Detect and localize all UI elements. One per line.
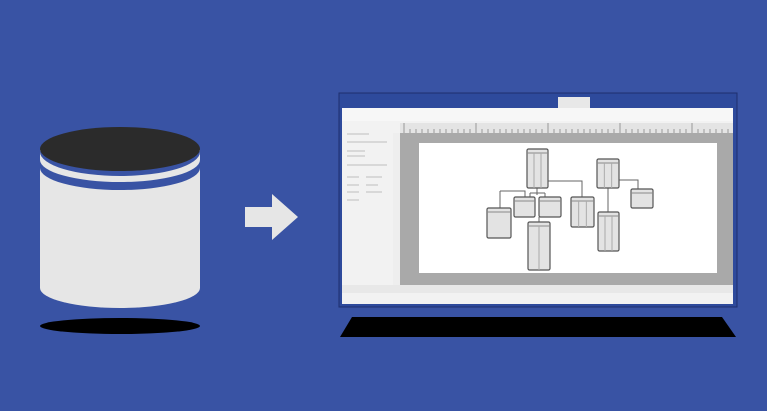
database-body	[40, 150, 200, 308]
relationship-lines	[499, 179, 639, 222]
entity-table	[486, 207, 512, 239]
monitor-base	[340, 317, 736, 337]
entity-tables	[486, 148, 654, 271]
horizontal-ruler	[400, 123, 733, 133]
monitor-diagram-icon	[338, 92, 738, 337]
status-bar	[342, 285, 733, 293]
database-shadow	[40, 318, 200, 334]
entity-table	[538, 196, 562, 218]
entity-table	[596, 158, 620, 189]
entity-table	[597, 211, 620, 252]
diagram-page	[419, 143, 717, 273]
entity-table	[513, 196, 536, 218]
database-top	[40, 127, 200, 171]
entity-table	[570, 196, 595, 228]
vertical-ruler	[393, 133, 400, 285]
left-panel	[347, 133, 387, 201]
entity-table	[630, 188, 654, 209]
database-icon	[40, 127, 200, 334]
arrow-right-icon	[245, 194, 298, 240]
entity-table	[526, 148, 549, 189]
monitor-camera-tab	[558, 97, 590, 109]
